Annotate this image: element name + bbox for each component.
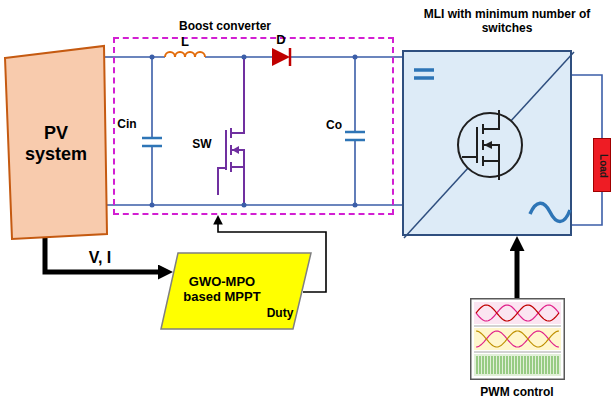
pwm-pulses <box>489 356 490 374</box>
capacitor-label: Cin <box>117 118 136 131</box>
node-heading: Load <box>597 154 609 178</box>
mosfet-symbol <box>218 57 244 205</box>
junction-dot <box>150 55 358 208</box>
pwm-pulses <box>507 356 508 374</box>
pwm-pulses <box>516 356 517 374</box>
pwm-waveform <box>476 305 559 321</box>
junction-dot <box>353 55 358 60</box>
circuit-wire <box>151 57 153 205</box>
pwm-pulses <box>495 356 496 374</box>
pwm-pulses <box>528 356 529 374</box>
pwm-pulses <box>540 356 541 374</box>
pwm-signal-arrow <box>515 244 520 299</box>
capacitor-symbol <box>142 132 365 146</box>
diagonal-line <box>404 52 574 238</box>
power-wire <box>394 56 402 58</box>
junction-dot <box>242 55 247 60</box>
pwm-pulses <box>480 356 481 374</box>
junction-dot <box>353 203 358 208</box>
junction-dot <box>242 203 247 208</box>
diode-label: D <box>276 33 285 47</box>
mli-outline <box>404 52 574 238</box>
power-wire <box>104 56 113 58</box>
mosfet-symbol <box>458 113 522 177</box>
pwm-pulses <box>477 356 478 374</box>
mosfet-symbol <box>462 127 477 163</box>
inductor-label: L <box>181 35 189 49</box>
pwm-waveform <box>476 331 559 347</box>
pv-panel: PV system <box>4 44 108 240</box>
diode-symbol <box>289 48 292 66</box>
pwm-pulses <box>543 356 544 374</box>
measurement-arrow <box>45 236 166 272</box>
pwm-pulses <box>549 356 550 374</box>
node-heading: MLI with minimum number of switches <box>416 8 598 36</box>
mppt-parallelogram <box>161 253 311 329</box>
load-box: Load <box>593 138 611 192</box>
inductor-symbol <box>165 52 205 57</box>
pwm-pulses <box>555 356 556 374</box>
pwm-pulses <box>498 356 499 374</box>
ac-symbol <box>530 203 570 221</box>
inverter-box: MLI with minimum number of switches <box>402 50 572 236</box>
output-wire <box>572 75 602 138</box>
pwm-pulses <box>501 356 502 374</box>
circuit-wire <box>113 56 394 58</box>
node-text: PV system <box>16 123 96 164</box>
pwm-pulses <box>522 356 523 374</box>
pwm-pulses <box>477 356 558 374</box>
dc-symbol <box>414 70 434 78</box>
pv-panel-shape <box>5 46 107 239</box>
pwm-pulses <box>492 356 493 374</box>
pwm-pulses <box>546 356 547 374</box>
mosfet-symbol <box>458 110 522 180</box>
circuit-wire <box>572 192 602 225</box>
inductor-symbol <box>165 52 205 57</box>
pwm-pulses <box>510 356 511 374</box>
mosfet-symbol <box>218 168 226 195</box>
switch-label: SW <box>192 138 211 151</box>
capacitor-symbol <box>345 132 365 140</box>
pwm-pulses <box>558 356 559 374</box>
pwm-waveform <box>476 305 559 321</box>
node-heading: PWM control <box>452 386 582 400</box>
pwm-pulses <box>531 356 532 374</box>
junction-dot <box>150 55 155 60</box>
diode-symbol <box>272 48 290 66</box>
capacitor-label: Co <box>326 119 342 132</box>
pwm-pulses <box>534 356 535 374</box>
pane-divider <box>474 326 561 352</box>
node-heading: Boost converter <box>125 20 325 34</box>
scope-panes <box>474 302 561 324</box>
scope-panes <box>474 302 561 376</box>
edge-label: Duty <box>265 307 296 320</box>
scope-frame <box>471 299 565 380</box>
pwm-pulses <box>486 356 487 374</box>
mosfet-symbol <box>232 146 239 154</box>
junction-dot <box>150 203 155 208</box>
scope-panes <box>474 354 561 376</box>
diode-symbol <box>272 48 290 66</box>
edge-label: V, I <box>87 249 114 267</box>
scope-panes <box>474 328 561 350</box>
pwm-pulses <box>519 356 520 374</box>
pwm-waveform <box>476 331 559 347</box>
pwm-pulses <box>525 356 526 374</box>
mosfet-symbol <box>231 57 244 205</box>
mosfet-symbol <box>225 130 227 170</box>
mosfet-symbol <box>484 141 492 149</box>
capacitor-symbol <box>142 138 162 146</box>
boost-converter-frame: Boost converter <box>113 37 394 215</box>
pwm-scope-image: PWM control <box>470 298 565 380</box>
node-text: GWO-MPO based MPPT <box>183 275 261 305</box>
pwm-pulses <box>552 356 553 374</box>
inverter-symbol <box>404 52 574 238</box>
pwm-pulses <box>513 356 514 374</box>
pwm-pulses <box>537 356 538 374</box>
pwm-outline <box>470 298 565 380</box>
mosfet-symbol <box>483 110 499 180</box>
pwm-pulses <box>483 356 484 374</box>
pwm-pulses <box>504 356 505 374</box>
